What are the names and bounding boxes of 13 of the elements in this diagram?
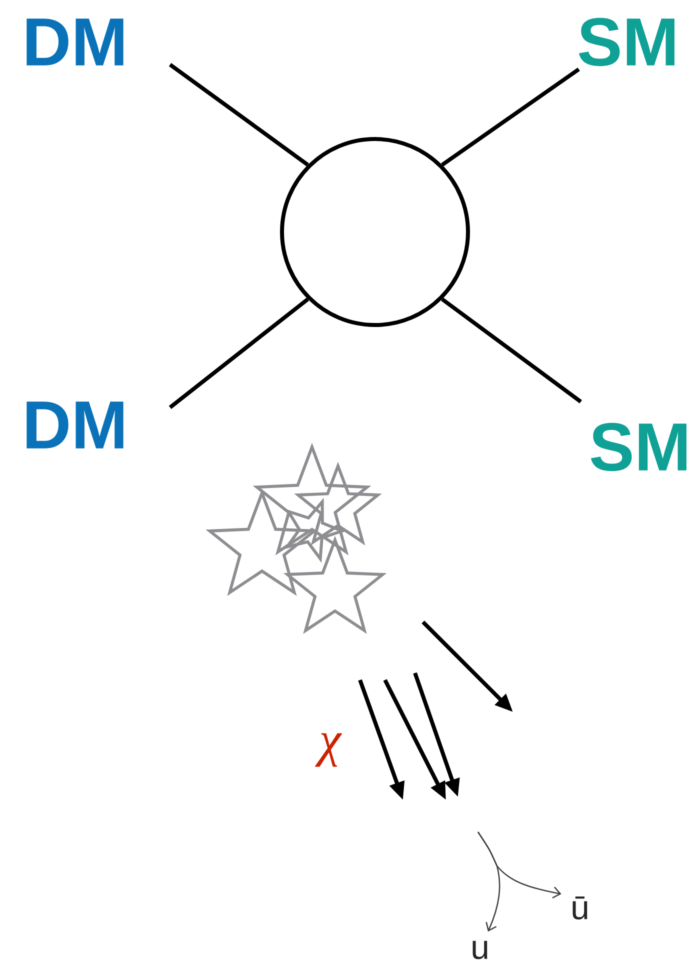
propagator-line [168,62,309,166]
particle-label: SM [590,422,686,472]
quark-label: ū [572,896,588,920]
propagator-line [168,298,310,409]
particle-label: DM [26,402,124,448]
arrow [477,832,500,932]
symbol-label: χ [315,733,342,767]
particle-label: DM [26,18,124,66]
interaction-circle [280,137,470,327]
particle-label: SM [578,18,674,66]
propagator-line [440,298,582,404]
propagator-line [441,68,580,166]
quark-label: u [472,940,488,960]
